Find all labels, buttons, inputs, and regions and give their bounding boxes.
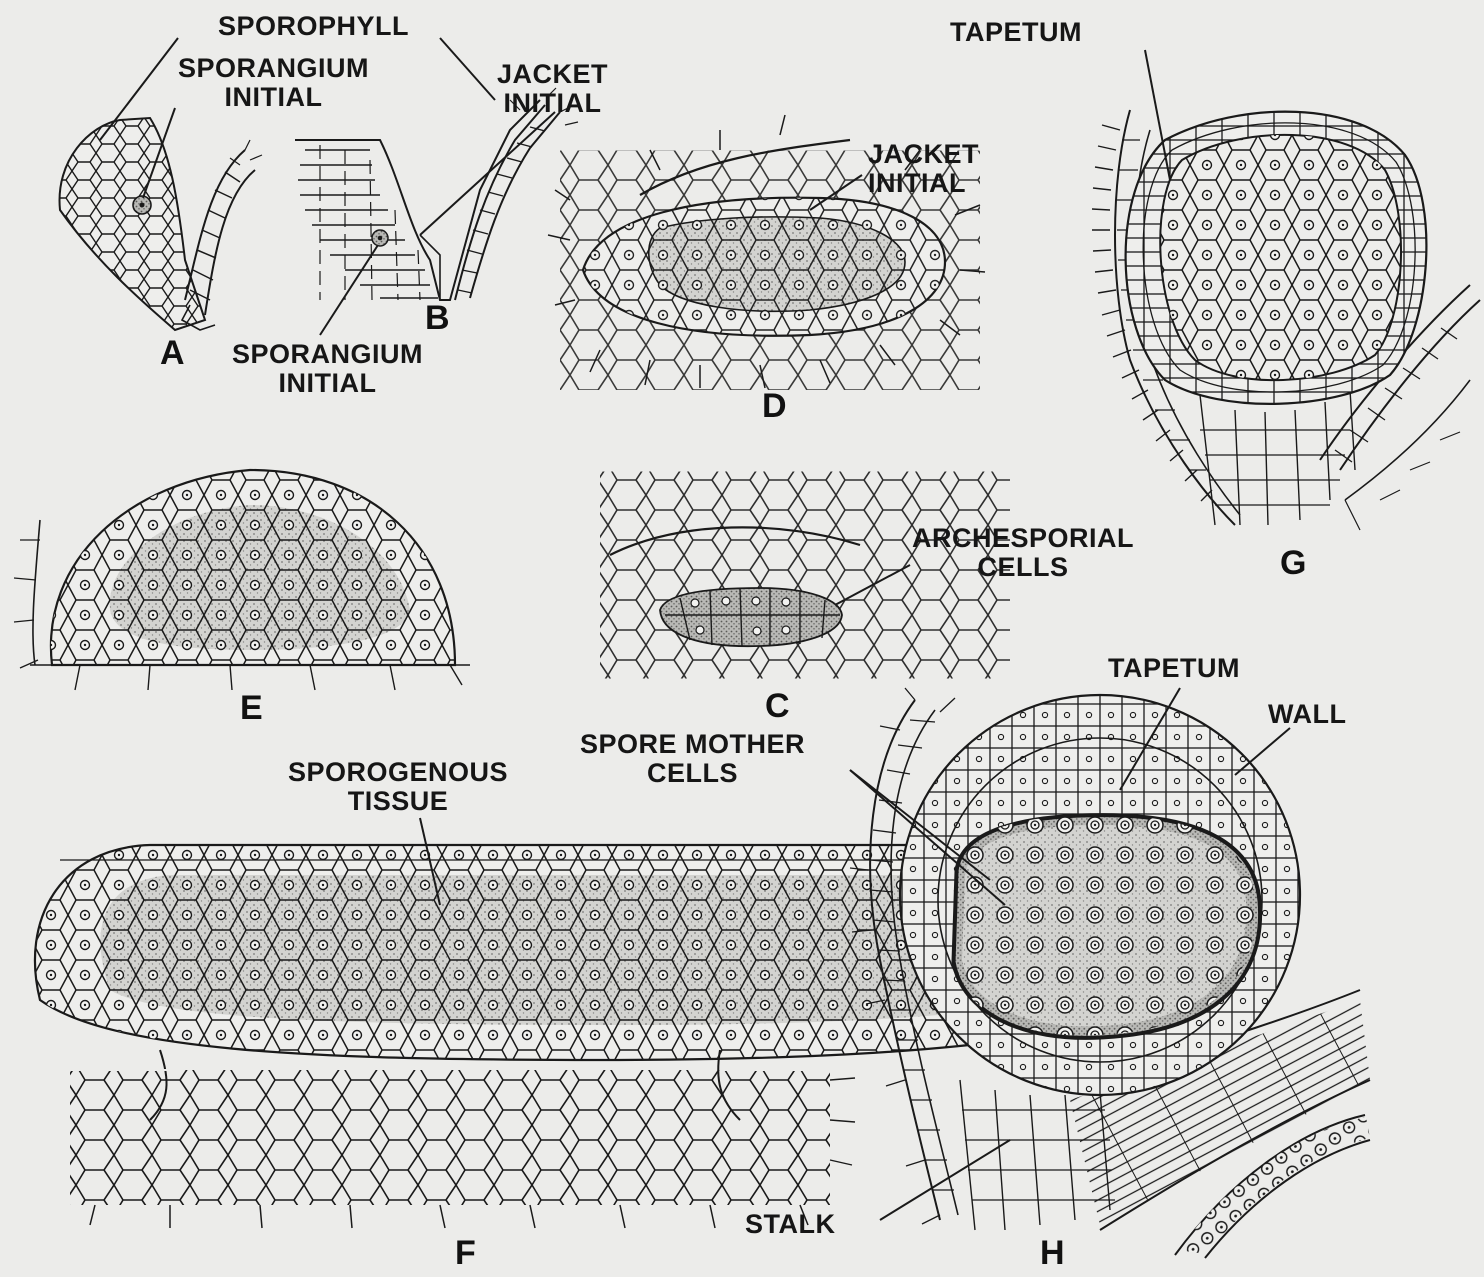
label-tapetum-h: TAPETUM: [1108, 654, 1240, 683]
panel-letter-c: C: [765, 688, 790, 724]
label-tapetum-g: TAPETUM: [950, 18, 1082, 47]
label-sporogenous-tissue: SPOROGENOUS TISSUE: [288, 758, 508, 816]
label-spore-mother-cells: SPORE MOTHER CELLS: [580, 730, 805, 788]
leader-stalk: [880, 1140, 1010, 1220]
panel-letter-g: G: [1280, 545, 1306, 581]
leader-wall-h: [1235, 728, 1290, 775]
label-sporangium-initial-b: SPORANGIUM INITIAL: [232, 340, 423, 398]
panel-letter-d: D: [762, 388, 787, 424]
panel-h-drawing: [850, 688, 1370, 1258]
panel-letter-f: F: [455, 1235, 476, 1271]
panel-letter-a: A: [160, 335, 185, 371]
label-sporangium-initial-a: SPORANGIUM INITIAL: [178, 54, 369, 112]
leader-jacket-initial-b: [420, 112, 555, 235]
panel-letter-b: B: [425, 300, 450, 336]
panel-letter-h: H: [1040, 1235, 1065, 1271]
label-archesporial-cells: ARCHESPORIAL CELLS: [912, 524, 1134, 582]
leader-sporophyll-right: [440, 38, 495, 100]
label-wall-h: WALL: [1268, 700, 1346, 729]
label-sporophyll: SPOROPHYLL: [218, 12, 409, 41]
panel-g-drawing: [1092, 100, 1480, 530]
label-stalk: STALK: [745, 1210, 836, 1239]
leader-sporangium-initial-b: [320, 245, 378, 335]
panel-e-drawing: [14, 465, 470, 690]
label-jacket-initial-b: JACKET INITIAL: [497, 60, 608, 118]
panel-b-drawing: [295, 88, 578, 300]
panel-a-drawing: [40, 100, 262, 340]
label-jacket-initial-d: JACKET INITIAL: [868, 140, 979, 198]
panel-letter-e: E: [240, 690, 263, 726]
